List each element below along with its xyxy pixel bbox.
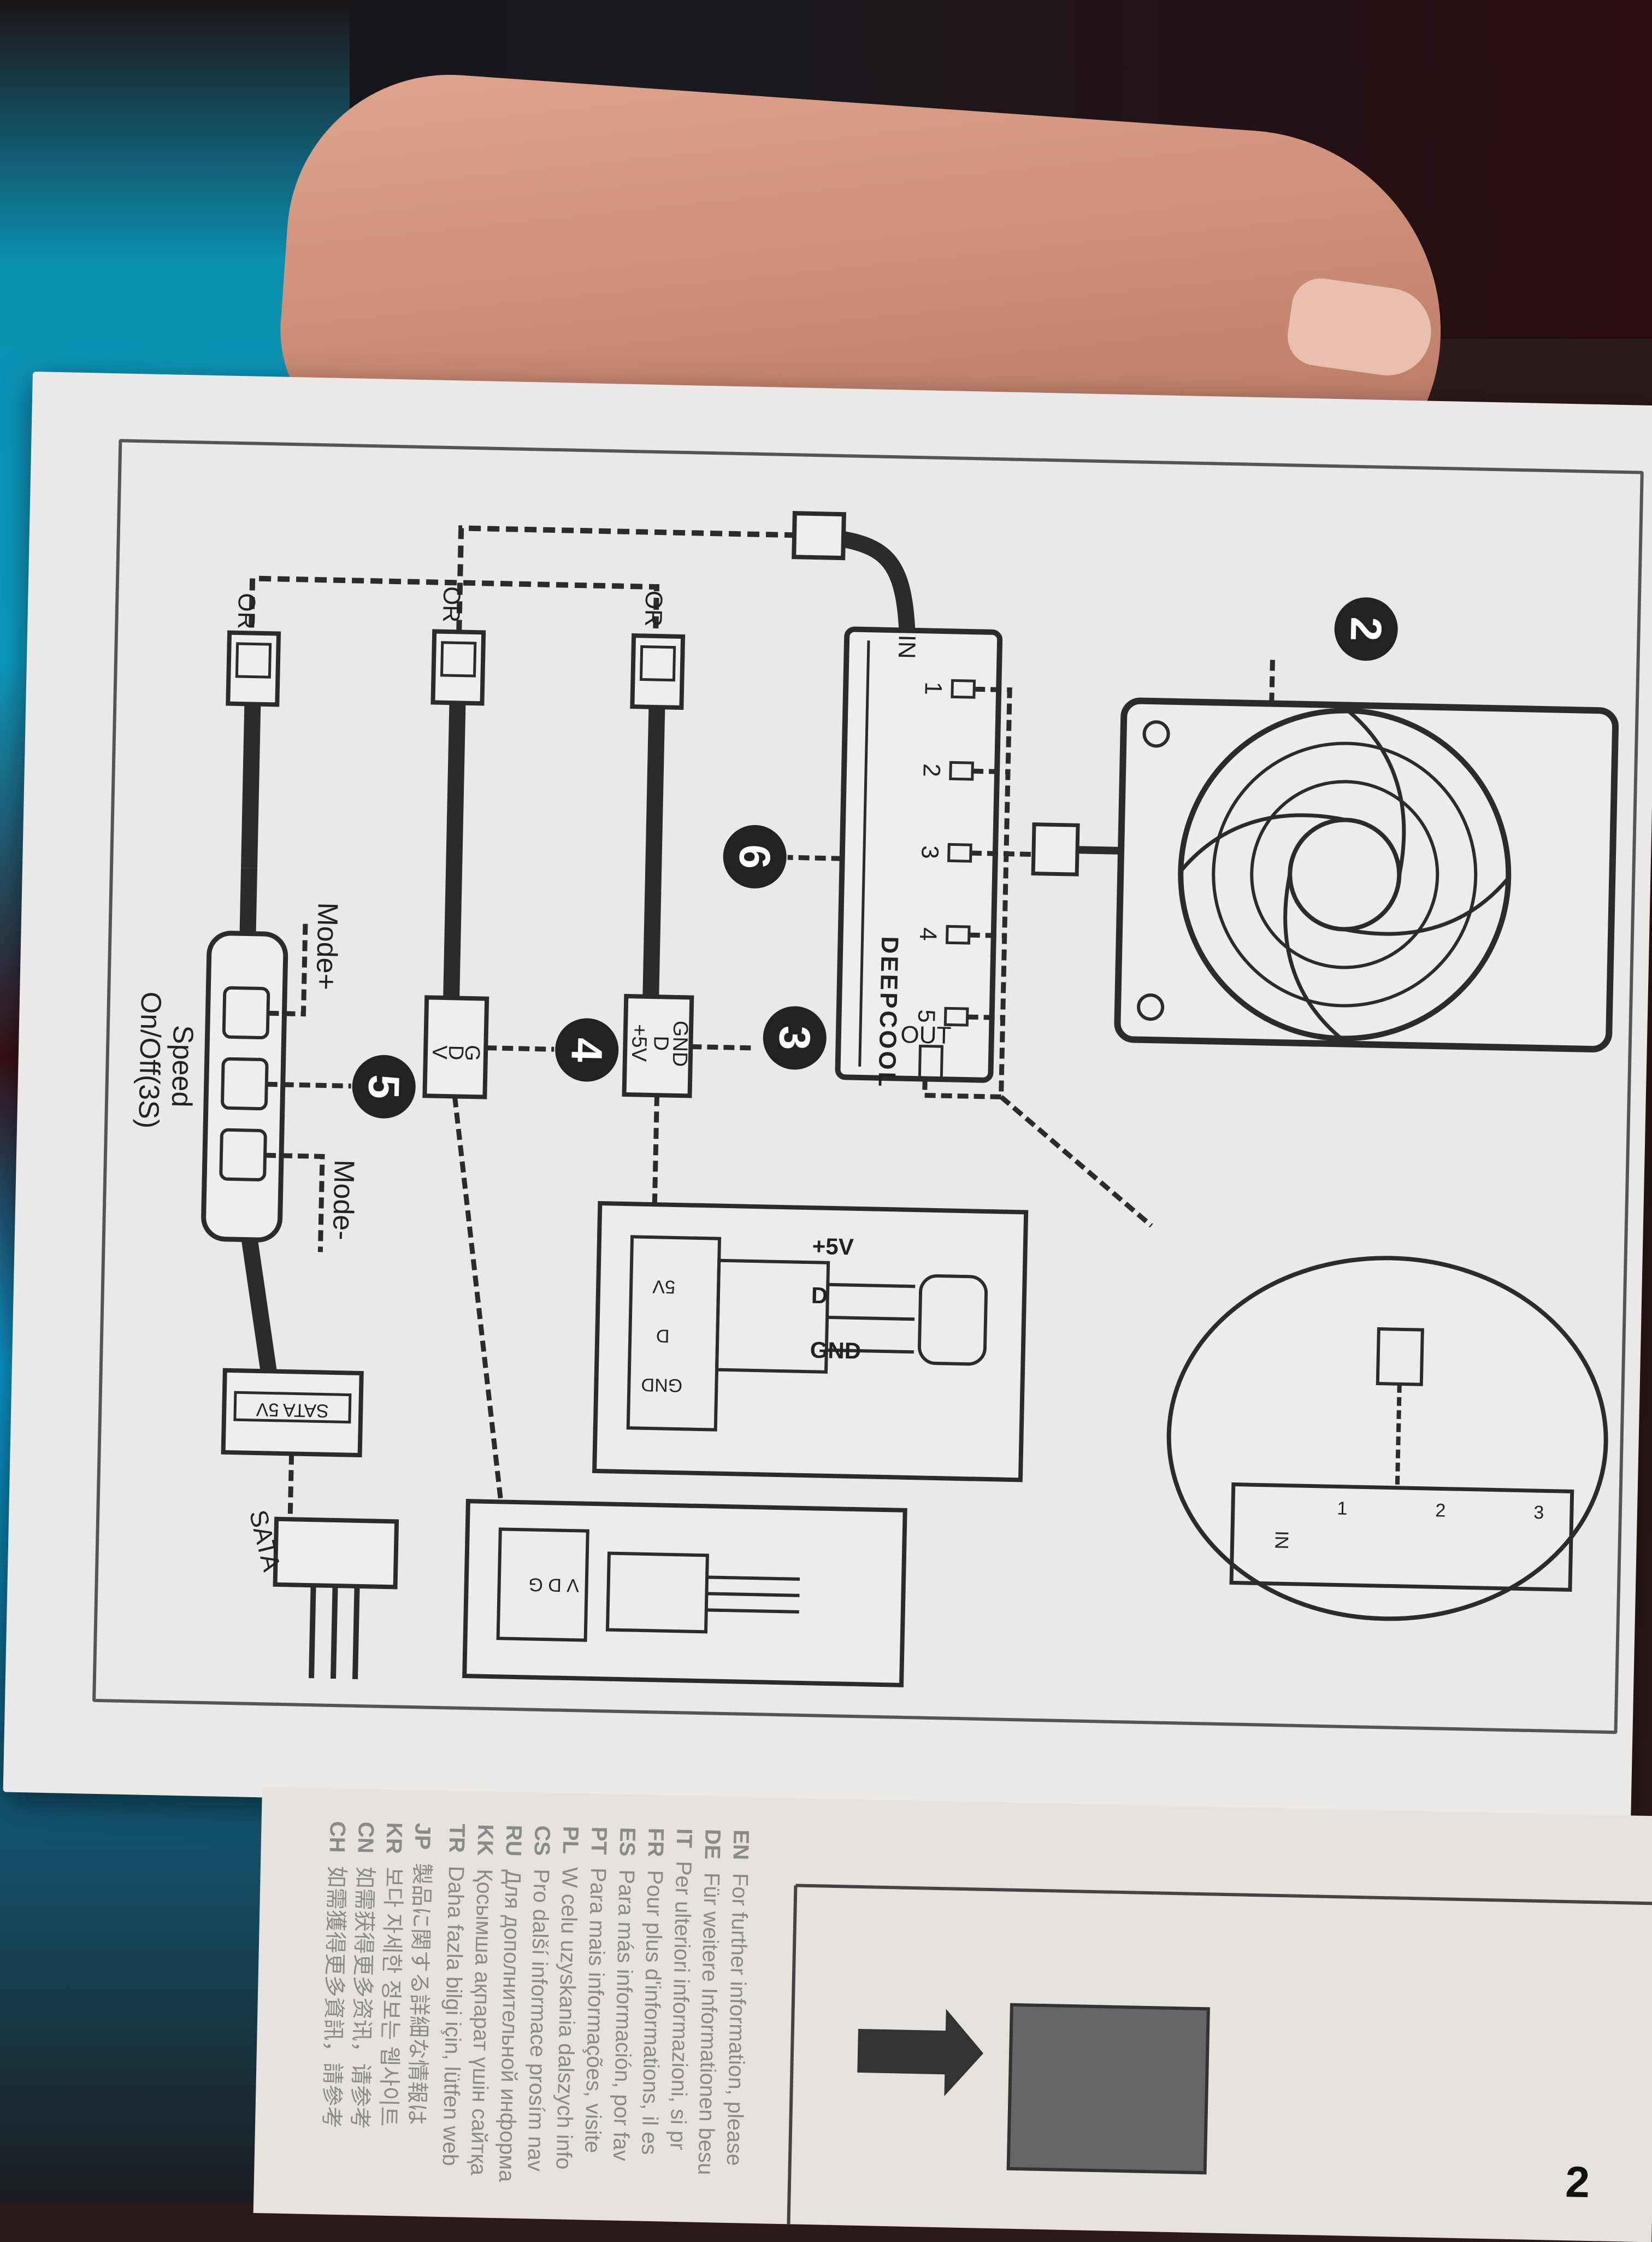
connv-g: G	[461, 1045, 484, 1061]
language-code: KR	[381, 1822, 406, 1855]
mode-plus-label: Mode+	[310, 902, 343, 991]
language-code: EN	[728, 1829, 753, 1861]
inset-5v-h3: GND	[641, 1374, 682, 1396]
step-number: 2	[1565, 2157, 1590, 2206]
inset-5v-gnd: GND	[810, 1337, 861, 1364]
callout-circle-5	[352, 1055, 416, 1119]
language-line: CH 如需獲得更多資訊，請參考	[317, 1821, 356, 2128]
language-code: IT	[671, 1828, 697, 1849]
callout-3: 3	[770, 1025, 819, 1050]
inset-round-port-1: 1	[1337, 1498, 1348, 1519]
hub-out-label: OUT	[900, 1021, 952, 1049]
or-label-left: OR	[233, 593, 260, 629]
plug-left	[226, 630, 281, 868]
on-off-label: On/Off(3S)	[132, 991, 167, 1129]
hub-brand: DEEPCOOL	[873, 936, 903, 1089]
language-code: KK	[473, 1824, 498, 1856]
dashed-path-top-inner	[456, 525, 817, 632]
callout-circle-6	[723, 825, 787, 888]
dashed-path-top-outer	[249, 575, 660, 637]
callout-6: 6	[730, 844, 780, 869]
language-code: ES	[615, 1827, 640, 1857]
sata-plug-label: SATA 5V	[256, 1399, 329, 1421]
or-label-middle: OR	[438, 586, 465, 623]
fan	[1031, 697, 1619, 1053]
inset-round	[1166, 1256, 1608, 1621]
deepcool-hub	[792, 511, 1003, 1083]
inset-box-vdg	[462, 1499, 907, 1687]
inset-5v-plus5v: +5V	[812, 1233, 854, 1260]
inset-5v-h2: D	[656, 1325, 670, 1346]
language-code: TR	[444, 1823, 469, 1853]
conn5v-plus5v: +5V	[627, 1024, 651, 1062]
language-code: CN	[353, 1821, 378, 1854]
language-code: CS	[529, 1825, 554, 1856]
hub-port-3: 3	[916, 845, 943, 860]
language-code: RU	[501, 1825, 526, 1857]
wiring-diagram: 2 3 4 5 6 OR OR OR Mode+ Mode- Speed On/…	[132, 511, 1619, 1687]
language-code: FR	[643, 1827, 668, 1857]
inset-round-in: IN	[1271, 1531, 1292, 1550]
hub-port-2: 2	[918, 763, 945, 778]
inset-round-port-3: 3	[1533, 1502, 1544, 1523]
inset-round-port-2: 2	[1435, 1500, 1446, 1521]
plug-right	[630, 633, 686, 997]
inset-box-5v	[592, 1201, 1029, 1482]
plug-middle	[430, 629, 486, 998]
inset-5v-d: D	[811, 1282, 828, 1309]
callout-2: 2	[1342, 616, 1391, 642]
callout-4: 4	[562, 1037, 611, 1063]
sata-plug	[221, 1368, 399, 1679]
mode-minus-label: Mode-	[327, 1160, 360, 1241]
language-code: PL	[558, 1826, 583, 1855]
hub-in-label: IN	[893, 634, 921, 659]
callout-5: 5	[359, 1074, 409, 1099]
hub-port-4: 4	[914, 927, 942, 941]
language-code: CH	[324, 1821, 350, 1853]
language-code: JP	[410, 1822, 435, 1850]
controller-body	[201, 868, 288, 1373]
language-text: 如需獲得更多資訊，請參考	[318, 1866, 349, 2129]
language-code: DE	[700, 1828, 725, 1860]
speed-label: Speed	[166, 1025, 199, 1108]
conn5v-gnd: GND	[668, 1020, 692, 1067]
language-code: PT	[586, 1826, 611, 1855]
manual-page: 2 3 4 5 6 OR OR OR Mode+ Mode- Speed On/…	[3, 372, 1652, 1826]
callout-circle-4	[555, 1018, 619, 1082]
conn5v-d: D	[649, 1035, 672, 1051]
connv-d: D	[444, 1045, 468, 1060]
lower-page-illustration: 2	[787, 1884, 1652, 2225]
inset-v-header: V D G	[528, 1574, 579, 1596]
callout-circle-3	[763, 1006, 827, 1070]
hub-port-1: 1	[919, 681, 947, 696]
callout-circle-2	[1334, 597, 1398, 661]
inset-5v-h1: 5V	[652, 1276, 676, 1297]
connv-v: V	[428, 1045, 451, 1060]
or-label-right: OR	[640, 590, 667, 627]
hub-port-5: 5	[913, 1009, 940, 1023]
